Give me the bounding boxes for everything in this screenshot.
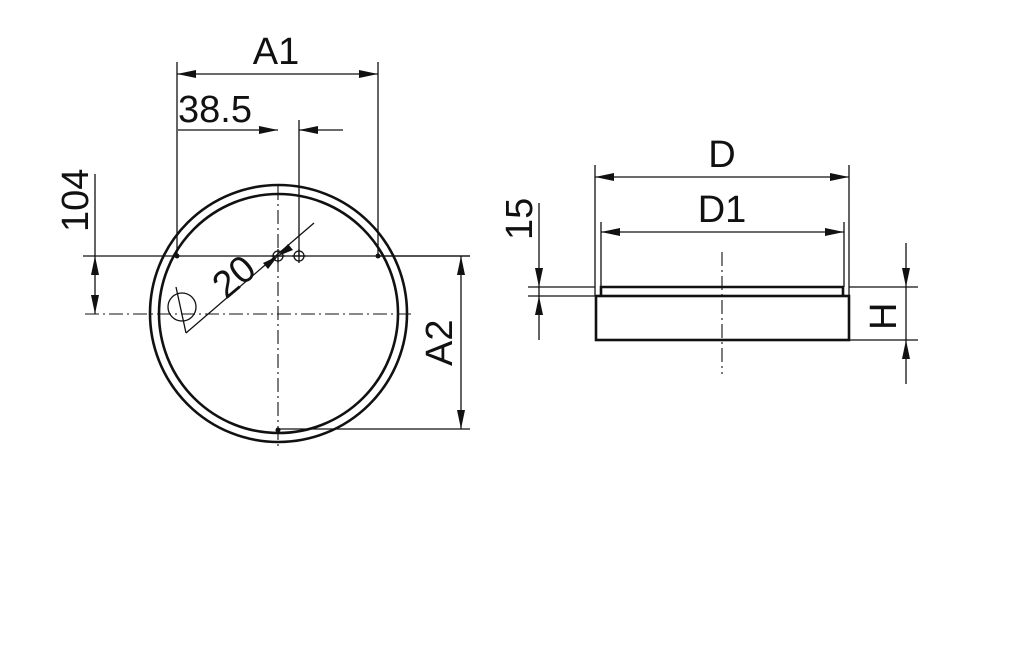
dim-label-d1: D1 <box>698 189 747 231</box>
dim-label-d: D <box>708 134 735 176</box>
arrow-icon <box>177 70 196 78</box>
arrow-icon <box>359 70 378 78</box>
arrow-icon <box>830 173 849 181</box>
dim-label-rim-height: 15 <box>499 198 541 240</box>
arrow-icon <box>91 256 99 275</box>
top-view: A1 38.5 104 20 A2 <box>55 31 470 450</box>
dim-label-h: H <box>863 303 905 330</box>
arrow-icon <box>263 256 278 269</box>
dim-label-a1: A1 <box>253 31 299 73</box>
arrow-icon <box>299 126 318 134</box>
mount-point-bottom <box>275 427 281 433</box>
arrow-icon <box>535 268 543 287</box>
arrow-icon <box>902 268 910 287</box>
dim-label-a2: A2 <box>419 320 461 366</box>
arrow-icon <box>278 244 293 256</box>
arrow-icon <box>825 228 844 236</box>
arrow-icon <box>902 340 910 359</box>
diameter-symbol-icon <box>167 286 197 334</box>
dim-label-offset: 38.5 <box>178 89 252 131</box>
arrow-icon <box>601 228 620 236</box>
arrow-icon <box>91 295 99 314</box>
arrow-icon <box>535 296 543 315</box>
dim-label-vertical-offset: 104 <box>55 169 97 232</box>
arrow-icon <box>457 256 465 275</box>
side-view: D D1 15 H <box>499 134 918 384</box>
arrow-icon <box>457 410 465 429</box>
arrow-icon <box>259 126 278 134</box>
diameter-leader <box>185 222 315 334</box>
arrow-icon <box>595 173 614 181</box>
